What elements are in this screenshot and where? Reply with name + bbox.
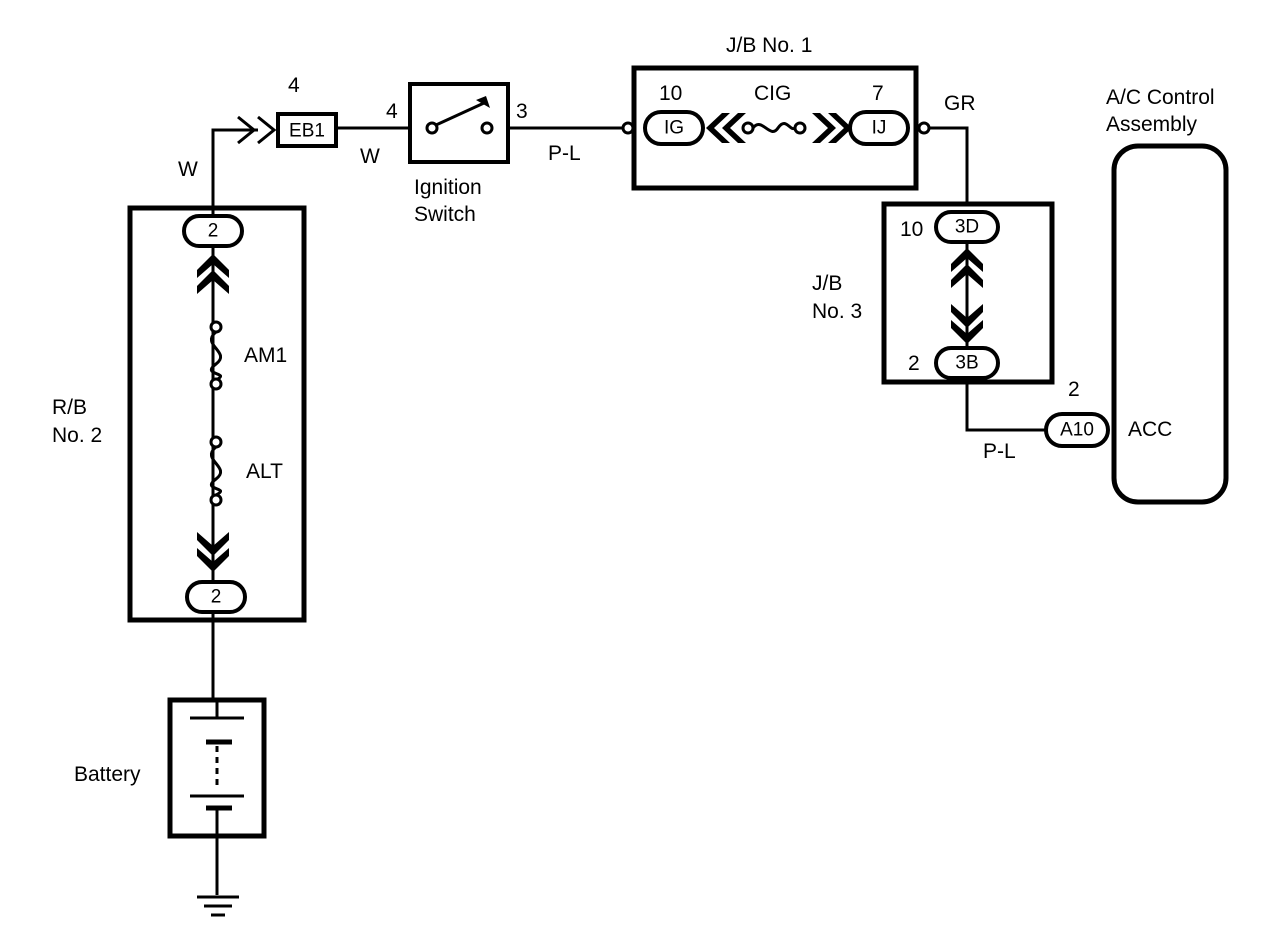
- chevron-left-icon: [706, 113, 730, 143]
- relay-block-no2: R/B No. 2 2 AM1 ALT 2: [52, 205, 307, 623]
- jb1-fuse-label: CIG: [754, 82, 791, 105]
- wire-label-w2: W: [360, 145, 380, 168]
- jb3-bottom-pin: 2: [908, 352, 920, 375]
- ac-connector-a10: [1044, 412, 1110, 448]
- fuse-node: [741, 121, 755, 135]
- jb3-top-connector: [934, 210, 1000, 244]
- ac-pin-label: 2: [1068, 378, 1080, 401]
- rb2-box: [127, 205, 307, 623]
- rb2-label-line2: No. 2: [52, 424, 102, 447]
- junction-block-no1: J/B No. 1 10 IG CIG 7 IJ: [621, 34, 931, 191]
- ac-control-assembly: A/C Control Assembly 2 A10 ACC: [1044, 86, 1229, 505]
- fuse-element: [209, 445, 223, 497]
- rb2-bottom-connector: [185, 580, 247, 614]
- switch-pin-in-label: 4: [386, 100, 398, 123]
- switch-lever-tip: [476, 96, 490, 108]
- jb1-right-pin: 7: [872, 82, 884, 105]
- fuse-node: [793, 121, 807, 135]
- fuse-label-alt: ALT: [246, 460, 283, 483]
- chevron-down-icon: [951, 320, 983, 344]
- ground-icon: [197, 895, 239, 917]
- fuse-node: [209, 493, 223, 507]
- jb3-bottom-connector-label: 3B: [955, 353, 978, 374]
- chevron-up-icon: [951, 248, 983, 272]
- ac-title-line1: A/C Control: [1106, 86, 1215, 109]
- fuse-element: [209, 330, 223, 382]
- battery: Battery: [74, 697, 267, 839]
- switch-pin-out-label: 3: [516, 100, 528, 123]
- fuse-node: [209, 377, 223, 391]
- connector-eb1: 4 EB1: [237, 74, 338, 148]
- switch-lever: [435, 101, 485, 127]
- switch-icon: [425, 96, 494, 135]
- jb1-left-pin: 10: [659, 82, 682, 105]
- rb2-top-connector-label: 2: [208, 221, 219, 242]
- wires: [211, 126, 1048, 895]
- ignition-switch-box: [408, 82, 510, 164]
- wire-gr-jb1-to-jb3: [926, 126, 969, 204]
- jb3-top-connector-label: 3D: [955, 217, 979, 238]
- wire-label-w1: W: [178, 158, 198, 181]
- eb1-pin-label: 4: [288, 74, 300, 97]
- chevron-up-icon: [197, 270, 229, 294]
- fuse-node: [209, 320, 223, 334]
- wire-label-pl1: P-L: [548, 142, 581, 165]
- wire-label-pl2: P-L: [983, 440, 1016, 463]
- jb1-title: J/B No. 1: [726, 34, 812, 57]
- chevron-up-icon: [951, 264, 983, 288]
- ac-title-line2: Assembly: [1106, 113, 1198, 136]
- chevron-up-icon: [197, 254, 229, 278]
- fuse-icon: [209, 320, 223, 391]
- jb1-left-connector: [643, 110, 705, 146]
- ac-connector-label: A10: [1060, 420, 1094, 441]
- switch-label-line2: Switch: [414, 203, 476, 226]
- fuse-element: [751, 122, 796, 133]
- switch-contact: [480, 121, 494, 135]
- rb2-top-connector: [182, 214, 244, 248]
- rb2-bottom-connector-label: 2: [211, 587, 222, 608]
- jb3-top-pin: 10: [900, 218, 923, 241]
- jb3-label-line1: J/B: [812, 272, 842, 295]
- jb1-right-connector-label: IJ: [872, 118, 887, 139]
- ignition-switch: 4 3 Ignition Switch: [386, 82, 528, 226]
- fuse-label-am1: AM1: [244, 344, 287, 367]
- chevron-down-icon: [197, 548, 229, 572]
- fuse-node: [209, 435, 223, 449]
- jb1-right-terminal: [917, 121, 931, 135]
- wire-label-gr: GR: [944, 92, 976, 115]
- eb1-label: EB1: [289, 121, 325, 142]
- junction-block-no3: J/B No. 3 10 3D 2 3B: [812, 201, 1055, 385]
- battery-label: Battery: [74, 763, 141, 786]
- jb1-left-terminal: [621, 121, 635, 135]
- chevron-right-icon: [812, 113, 836, 143]
- chevron-left-icon: [722, 113, 746, 143]
- switch-contact: [425, 121, 439, 135]
- fuse-icon: [741, 121, 807, 135]
- arrow-right-icon: [257, 115, 277, 145]
- arrow-right-icon: [237, 115, 257, 145]
- switch-label-line1: Ignition: [414, 176, 482, 199]
- ac-body: [1111, 143, 1229, 505]
- jb3-bottom-connector: [934, 346, 1000, 380]
- fuse-icon: [209, 435, 223, 507]
- wire-w-rb-to-eb1: [211, 128, 258, 216]
- chevron-right-icon: [828, 113, 852, 143]
- jb3-box: [881, 201, 1055, 385]
- battery-icon: [190, 700, 244, 836]
- rb2-label-line1: R/B: [52, 396, 87, 419]
- ac-terminal-label: ACC: [1128, 418, 1172, 441]
- jb1-left-connector-label: IG: [664, 118, 684, 139]
- wire-pl-jb3-to-a10: [965, 383, 1048, 432]
- jb3-label-line2: No. 3: [812, 300, 862, 323]
- jb1-right-connector: [848, 110, 910, 146]
- chevron-down-icon: [951, 304, 983, 328]
- eb1-box: [276, 112, 338, 148]
- chevron-down-icon: [197, 532, 229, 556]
